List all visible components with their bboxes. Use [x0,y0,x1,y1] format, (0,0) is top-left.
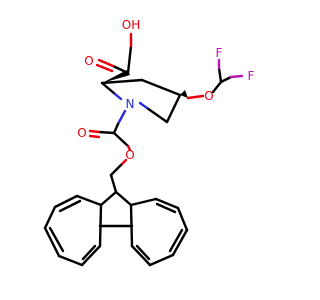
bond-n-c5 [138,101,149,110]
molecule-structure: OH O N O F F O O [43,18,255,267]
atom-label-carbamate-carbonyl-o: O [77,126,86,140]
wedge-bond-c2-cooh [102,70,130,83]
bond-l7 [98,203,103,248]
atom-label-acid-carbonyl-o: O [84,54,93,68]
atom-label-ring-n: N [126,97,135,111]
bond-r5 [148,253,175,267]
bond-n-carbonyl [116,109,127,126]
bond-c9-c8a [114,190,133,207]
bond-l1 [75,194,103,207]
bond-l2 [53,194,79,209]
atom-label-acid-oh: OH [122,18,140,32]
wedge-bond-c4-o [180,90,188,98]
bond-cf2-c [219,75,233,84]
atom-label-fluorine-2: F [248,69,255,83]
bond-c2-n [100,81,117,96]
bond-cooh-o-2 [95,63,114,73]
bond-r-d2 [168,228,184,253]
bond-l-d3 [81,244,97,261]
bond-r-d3 [135,244,151,261]
bond-l-d1 [58,199,82,213]
bond-cooh-o-1 [97,58,115,68]
bond-c3-c4 [140,78,182,97]
bond-carbamate-c-oester [112,131,130,148]
atom-label-carbamate-ester-o: O [125,148,134,162]
bond-l3 [43,205,57,230]
bond-ch2-c9 [109,173,118,194]
bond-oester [126,144,132,152]
bond-r2 [154,197,180,210]
bond-n-c2 [113,92,123,101]
bond-r7 [129,203,134,248]
bond-carbamate-o-1 [88,129,101,134]
bond-carbamate-c-o [97,130,116,135]
bond-carbamate-o-2 [88,134,101,139]
bond-cooh-c-oh [126,44,133,75]
bond-r6 [130,244,152,267]
bond-r4 [171,228,189,257]
bond-l-d2 [48,226,65,253]
atom-label-ether-o: O [204,89,213,103]
bond-l4 [43,226,61,258]
bond-c5-n [145,106,169,124]
bond-f2 [229,74,244,79]
bond-oester-ch2-b [109,163,123,177]
bond-r-d1 [155,202,177,214]
bond-cooh-c-o [111,64,130,75]
bond-c9-c9a [99,190,118,207]
bond-cf2-f1 [217,66,223,84]
bond-r3 [176,206,189,232]
bond-o-c4 [186,94,205,100]
bond-c4-c5 [165,93,182,124]
bond-l5 [57,254,84,267]
bond-r1 [129,197,158,207]
bond-carbamate-c [112,122,120,135]
atom-label-fluorine-1: F [216,46,223,60]
bond-c2-c3 [100,78,144,85]
bond-l6 [80,244,102,267]
bond-o-cf2 [211,80,223,94]
